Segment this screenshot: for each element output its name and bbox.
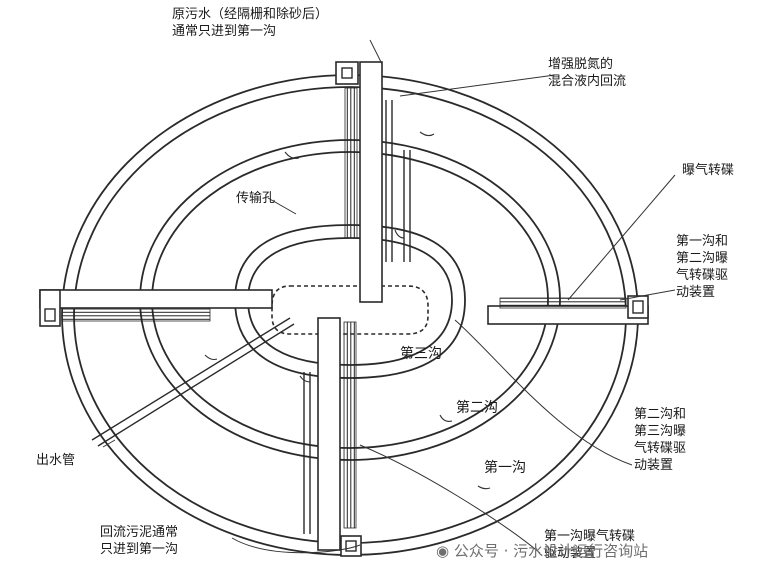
recycle-pipe	[385, 100, 411, 262]
return-sludge-pipe	[303, 372, 311, 534]
return-sludge-label: 回流污泥通常 只进到第一沟	[100, 525, 179, 557]
outlet-pipe-label: 出水管	[36, 453, 76, 468]
watermark-text: 公众号 · 污水设计运行咨询站	[453, 542, 649, 560]
inner-channel	[234, 224, 466, 379]
channel-1-label: 第一沟	[484, 460, 526, 476]
bottom-drive-label: 第一沟曝气转碟 驱动装置	[544, 529, 636, 561]
wechat-icon: ◉	[436, 542, 450, 560]
internal-recycle-label: 增强脱氮的 混合液内回流	[548, 57, 627, 89]
left-bridge	[39, 289, 273, 327]
aeration-disc-label: 曝气转碟	[682, 163, 735, 178]
channel-2-label: 第二沟	[456, 400, 498, 416]
leader-lines	[102, 39, 676, 554]
top-bridge	[335, 61, 383, 303]
drive-ch1-ch2-label: 第一沟和 第二沟曝 气转碟驱 动装置	[676, 234, 729, 300]
center-basin	[271, 285, 429, 335]
watermark: ◉ 公众号 · 污水设计运行咨询站	[436, 540, 648, 561]
outlet-pipe	[91, 317, 295, 447]
channel-3-label: 第三沟	[400, 346, 442, 362]
raw-sewage-label: 原污水（经隔栅和除砂后） 通常只进到第一沟	[172, 7, 329, 39]
drive-ch2-ch3-label: 第二沟和 第三沟曝 气转碟驱 动装置	[634, 407, 687, 473]
right-bridge	[487, 295, 649, 325]
flow-arrows	[204, 131, 491, 490]
bottom-bridge	[317, 317, 362, 557]
transfer-hole-label: 传输孔	[236, 191, 276, 206]
